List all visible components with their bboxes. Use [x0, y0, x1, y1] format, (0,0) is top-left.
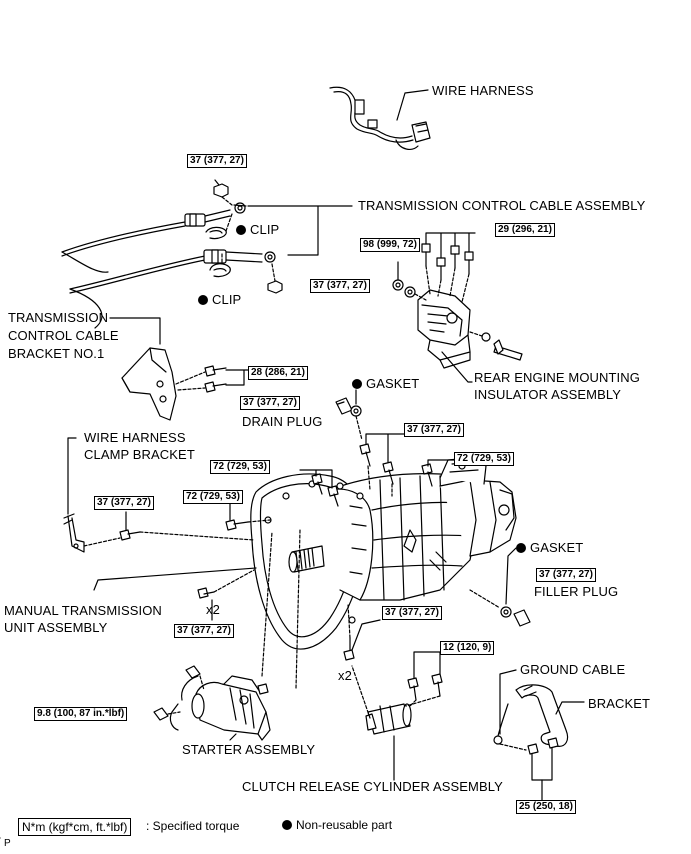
torque-starter: 9.8 (100, 87 in.*lbf) [34, 707, 128, 721]
wire-harness-leader [396, 89, 429, 121]
label-x2-a: x2 [206, 602, 220, 617]
bracket-leader [555, 701, 585, 715]
wire-harness-part [329, 86, 431, 150]
cable-nut-bottom [267, 263, 283, 294]
torque-leader-lower-mid [351, 619, 381, 651]
clutch-cylinder-part [351, 665, 443, 735]
torque-case-top: 37 (377, 27) [404, 423, 464, 437]
label-wire-clamp-l2: CLAMP BRACKET [84, 447, 195, 462]
control-cable-part [61, 202, 276, 329]
label-rear-mount-l1: REAR ENGINE MOUNTING [474, 370, 640, 385]
cable-bracket-leader [109, 317, 161, 345]
label-bracket: BRACKET [588, 696, 651, 711]
torque-leader-72-right [427, 459, 455, 467]
legend-torque-unit: N*m (kgf*cm, ft.*lbf) [18, 818, 132, 836]
manual-trans-leader [93, 567, 257, 591]
torque-clamp-bracket: 37 (377, 27) [94, 496, 154, 510]
torque-72-right: 72 (729, 53) [454, 452, 514, 466]
torque-leader-mount-bolts [425, 232, 476, 259]
label-wire-harness: WIRE HARNESS [432, 83, 534, 98]
torque-leader-72-mid [299, 469, 333, 489]
drain-plug-part [335, 389, 363, 441]
torque-72-mid: 72 (729, 53) [210, 460, 270, 474]
rear-mount-part [392, 243, 523, 369]
page-marker: P [4, 838, 11, 849]
starter-leader [229, 733, 237, 741]
nonreusable-dot-icon [198, 295, 208, 305]
torque-leader-cable-top [214, 179, 220, 186]
legend-torque-desc: : Specified torque [146, 819, 240, 833]
label-drain-plug: DRAIN PLUG [242, 414, 323, 429]
torque-leader-clutch [413, 651, 441, 679]
torque-ground-bracket: 25 (250, 18) [516, 800, 576, 814]
ground-bracket-part [493, 684, 569, 801]
transmission-body [250, 457, 517, 650]
label-cable-bracket-l1: TRANSMISSION [8, 310, 109, 325]
torque-filler-plug: 37 (377, 27) [536, 568, 596, 582]
gasket-1-text: GASKET [366, 376, 420, 391]
starter-part [153, 529, 301, 741]
clip-1-part [205, 213, 233, 240]
cable-leader [247, 205, 353, 256]
clip-2-text: CLIP [212, 292, 242, 307]
label-gasket-2: GASKET [516, 540, 583, 555]
nonreusable-dot-icon [516, 543, 526, 553]
label-x2-b: x2 [338, 668, 352, 683]
label-manual-trans-l2: UNIT ASSEMBLY [4, 620, 108, 635]
clip-1-text: CLIP [250, 222, 280, 237]
label-filler-plug: FILLER PLUG [534, 584, 619, 599]
cable-bracket-part [121, 347, 227, 421]
label-rear-mount-l2: INSULATOR ASSEMBLY [474, 387, 622, 402]
torque-bracket-no1: 28 (286, 21) [248, 366, 308, 380]
legend-nonreusable: Non-reusable part [282, 818, 392, 832]
torque-drain-plug: 37 (377, 27) [240, 396, 300, 410]
label-ground-cable: GROUND CABLE [520, 662, 626, 677]
label-manual-trans-l1: MANUAL TRANSMISSION [4, 603, 162, 618]
trans-bolts [63, 443, 531, 661]
nonreusable-dot-icon [352, 379, 362, 389]
torque-cable-bottom: 37 (377, 27) [310, 279, 370, 293]
torque-mount-bolts: 29 (296, 21) [495, 223, 555, 237]
clip-2-part [209, 253, 231, 278]
label-clip-2: CLIP [198, 292, 241, 307]
gasket-2-text: GASKET [530, 540, 584, 555]
legend-nonreusable-text: Non-reusable part [296, 818, 393, 832]
torque-lower-left: 37 (377, 27) [174, 624, 234, 638]
label-clip-1: CLIP [236, 222, 279, 237]
nonreusable-dot-icon [236, 225, 246, 235]
torque-cable-top: 37 (377, 27) [187, 154, 247, 168]
label-gasket-1: GASKET [352, 376, 419, 391]
torque-leader-case-top [365, 433, 405, 463]
ground-cable-leader [499, 669, 517, 735]
torque-leader-bracket [225, 369, 249, 386]
label-wire-clamp-l1: WIRE HARNESS [84, 430, 186, 445]
cable-nut-top [213, 183, 233, 206]
label-starter: STARTER ASSEMBLY [182, 742, 316, 757]
label-cable-bracket-l2: CONTROL CABLE [8, 328, 119, 343]
label-trans-control-cable: TRANSMISSION CONTROL CABLE ASSEMBLY [358, 198, 646, 213]
rear-mount-leader [441, 351, 473, 383]
torque-72-left: 72 (729, 53) [183, 490, 243, 504]
torque-mount-nut: 98 (999, 72) [360, 238, 420, 252]
torque-clutch: 12 (120, 9) [440, 641, 495, 655]
nonreusable-dot-icon [282, 820, 292, 830]
clamp-leader [67, 437, 77, 515]
torque-lower-mid: 37 (377, 27) [382, 606, 442, 620]
label-clutch-release: CLUTCH RELEASE CYLINDER ASSEMBLY [242, 779, 503, 794]
label-cable-bracket-l3: BRACKET NO.1 [8, 346, 105, 361]
